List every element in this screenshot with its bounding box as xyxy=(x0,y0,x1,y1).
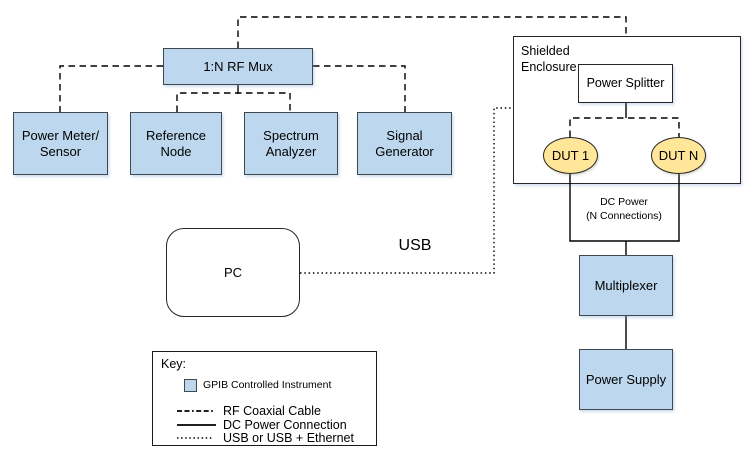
dut-1-label: DUT 1 xyxy=(551,147,590,163)
legend-usb-label: USB or USB + Ethernet xyxy=(223,431,354,445)
legend-title: Key: xyxy=(161,357,187,371)
legend-box: Key: GPIB Controlled Instrument RF Coaxi… xyxy=(152,351,377,446)
dc-power-connection-label: DC Power (N Connections) xyxy=(586,196,662,223)
rf-coax-mux-to-reference-and-spectrum xyxy=(176,92,291,112)
power-supply-label: Power Supply xyxy=(585,371,667,387)
power-supply-box: Power Supply xyxy=(579,349,673,410)
gpib-instrument-swatch xyxy=(184,379,197,392)
legend-rf-coaxial-label: RF Coaxial Cable xyxy=(223,404,321,418)
usb-line-sample xyxy=(177,437,213,439)
legend-gpib-label: GPIB Controlled Instrument xyxy=(203,379,332,391)
dc-power-line-sample xyxy=(177,424,216,426)
rf-mux-label: 1:N RF Mux xyxy=(203,58,273,74)
shielded-enclosure-label: Shielded Enclosure xyxy=(521,44,577,74)
dut-n-ellipse: DUT N xyxy=(651,137,706,174)
power-splitter-label: Power Splitter xyxy=(586,75,665,90)
rf-coax-mux-to-signal-generator xyxy=(313,65,406,112)
usb-connection-label: USB xyxy=(398,237,432,254)
pc-label: PC xyxy=(223,264,243,280)
pc-box: PC xyxy=(166,228,300,317)
rf-coax-mux-to-power-meter xyxy=(59,65,163,112)
dut-1-ellipse: DUT 1 xyxy=(543,137,598,174)
rf-mux-box: 1:N RF Mux xyxy=(163,48,313,85)
power-splitter-box: Power Splitter xyxy=(578,64,673,103)
multiplexer-label: Multiplexer xyxy=(594,277,658,293)
signal-generator-box: Signal Generator xyxy=(357,112,452,175)
rf-coaxial-line-sample xyxy=(177,410,215,412)
dut-n-label: DUT N xyxy=(658,147,699,163)
legend-dc-power-label: DC Power Connection xyxy=(223,418,347,432)
power-meter-sensor-box: Power Meter/ Sensor xyxy=(13,112,108,175)
reference-node-box: Reference Node xyxy=(130,112,222,175)
multiplexer-box: Multiplexer xyxy=(579,255,673,316)
spectrum-analyzer-box: Spectrum Analyzer xyxy=(244,112,338,175)
